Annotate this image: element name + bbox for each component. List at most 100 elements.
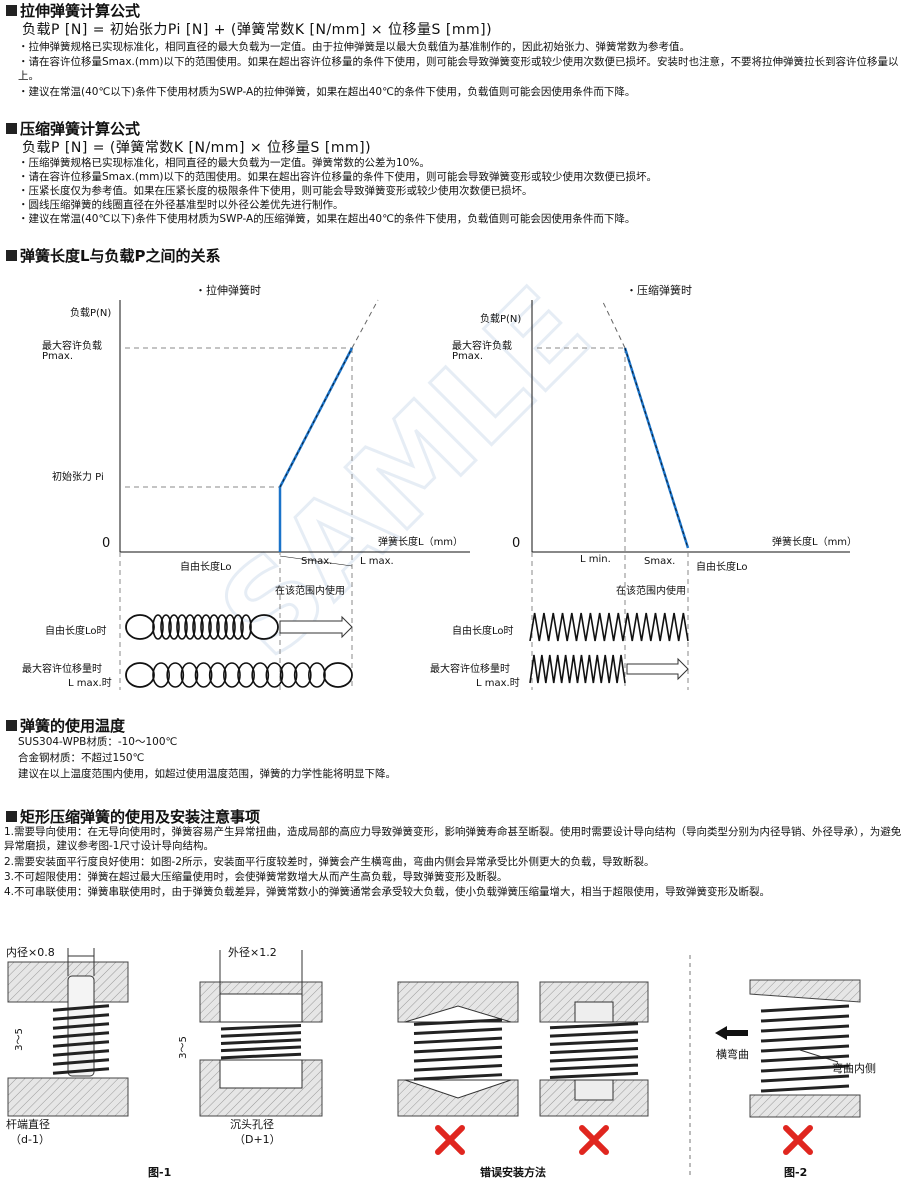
tension-note-1: ・拉伸弹簧规格已实现标准化，相同直径的最大负载为一定值。由于拉伸弹簧是以最大负载…: [18, 41, 690, 53]
compression-chart: [531, 299, 850, 690]
coil-loop: [223, 662, 241, 688]
coil-wire: [52, 1040, 110, 1048]
coil-wire: [52, 1022, 110, 1030]
coil-loop: [152, 614, 164, 640]
coil-wire: [549, 1022, 639, 1030]
tension-max-label-2: L max.时: [68, 678, 112, 689]
gap-label-1: 3～5: [13, 1028, 25, 1051]
wrong-x-icon-2: [579, 1125, 609, 1155]
compression-note-2: ・请在容许位移量Smax.(mm)以下的范围使用。如果在超出容许位移量的条件下使…: [18, 171, 658, 183]
tension-load-overlay: [279, 347, 353, 488]
bend-label: 横弯曲: [716, 1048, 749, 1061]
bore-label: 沉头孔径: [230, 1118, 274, 1131]
compression-lo-label: 自由长度Lo: [696, 562, 748, 573]
wrong-x-icon-3: [783, 1125, 813, 1155]
coil-wire: [413, 1027, 503, 1036]
temperature-line-2: 合金钢材质：不超过150℃: [18, 752, 145, 764]
coil-wire: [220, 1031, 302, 1038]
coil-loop: [251, 662, 270, 688]
coil-wire: [760, 1064, 850, 1073]
rod-dia-formula: （d-1）: [10, 1133, 50, 1146]
coil-wire: [760, 1024, 850, 1033]
tension-spring-max: [125, 662, 353, 688]
coil-loop: [166, 662, 185, 688]
tension-xlabel: 弹簧长度L（mm）: [378, 537, 464, 548]
tension-note-3: ・建议在常温(40℃以下)条件下使用材质为SWP-A的拉伸弹簧，如果在超出40℃…: [18, 86, 636, 98]
compression-max-label-2: L max.时: [476, 678, 520, 689]
coil-loop: [208, 614, 220, 640]
coil-wire: [413, 1036, 503, 1045]
tension-smax-bracket: [279, 555, 353, 567]
compression-lmin-label: L min.: [580, 554, 611, 565]
tension-extension: [351, 299, 379, 349]
coil-wire: [549, 1063, 639, 1071]
rect-spring-line-4: 4.不可串联使用：弹簧串联使用时，由于弹簧负载差异，弹簧常数小的弹簧通常会承受较…: [4, 886, 771, 898]
tension-zero: 0: [102, 536, 111, 551]
coil-wire: [220, 1052, 302, 1060]
coil-wire: [413, 1073, 503, 1081]
tension-chart: [119, 299, 470, 690]
tension-arrow: [279, 615, 353, 639]
compression-note-5: ・建议在常温(40℃以下)条件下使用材质为SWP-A的压缩弹簧，如果在超出40℃…: [18, 213, 636, 225]
tension-spring-free: [125, 614, 279, 640]
coil-wire: [52, 1058, 110, 1066]
coil-wire: [220, 1045, 302, 1053]
compression-pmax-label: 最大容许负载: [452, 341, 512, 352]
compression-chart-heading: ・压缩弹簧时: [626, 284, 692, 297]
coil-loop: [232, 614, 244, 640]
coil-wire: [760, 1014, 850, 1023]
coil-wire: [52, 1067, 110, 1075]
rod-dia-label: 杆端直径: [6, 1118, 50, 1131]
coil-loop: [160, 614, 172, 640]
compression-zero: 0: [512, 536, 521, 551]
coil-wire: [413, 1018, 503, 1026]
wrong-install-caption: 错误安装方法: [480, 1166, 546, 1179]
tension-ylabel: 负载P(N): [70, 308, 112, 319]
coil-loop: [200, 614, 212, 640]
coil-wire: [413, 1064, 503, 1072]
tension-section-title: 拉伸弹簧计算公式: [6, 0, 140, 21]
coil-loop: [237, 662, 255, 688]
tension-smax-label: Smax.: [301, 556, 333, 567]
coil-wire: [760, 1054, 850, 1063]
coil-loop: [168, 614, 180, 640]
temperature-section-title: 弹簧的使用温度: [6, 715, 125, 736]
coil-loop: [194, 662, 213, 688]
coil-loop: [265, 662, 284, 688]
tension-pmax-label: 最大容许负载: [42, 341, 102, 352]
compression-max-label-1: 最大容许位移量时: [430, 664, 510, 675]
coil-wire: [413, 1045, 503, 1054]
compression-formula: 负载P [N] = (弹簧常数K [N/mm] × 位移量S [mm]): [22, 140, 372, 156]
tension-pmax-abbr: Pmax.: [42, 351, 73, 362]
coil-wire: [549, 1030, 639, 1038]
coil-wire: [760, 1084, 850, 1093]
compression-xlabel: 弹簧长度L（mm）: [772, 537, 858, 548]
compression-ylabel: 负载P(N): [480, 314, 522, 325]
coil-wire: [220, 1038, 302, 1045]
compression-free-label: 自由长度Lo时: [452, 626, 514, 637]
coil-wire: [52, 1049, 110, 1057]
coil-loop: [180, 662, 199, 688]
coil-loop: [308, 662, 326, 688]
wrong-install-1: [397, 981, 519, 1117]
fig2-caption: 图-2: [784, 1166, 808, 1179]
figure-coils: [52, 1004, 850, 1093]
coil-wire: [760, 1034, 850, 1043]
coil-wire: [760, 1004, 850, 1013]
coil-wire: [220, 1023, 302, 1031]
fig1-caption: 图-1: [148, 1166, 172, 1179]
compression-extension: [601, 299, 626, 349]
coil-wire: [760, 1044, 850, 1053]
watermark: SAMLE: [193, 261, 618, 686]
tension-lmax-label: L max.: [360, 556, 394, 567]
coil-loop: [216, 614, 228, 640]
coil-loop: [184, 614, 196, 640]
coil-loop: [240, 614, 252, 640]
rect-spring-line-2: 2.需要安装面平行度良好使用：如图-2所示，安装面平行度较差时，弹簧会产生横弯曲…: [4, 856, 655, 868]
inner-dia-label: 内径×0.8: [6, 946, 55, 959]
rect-spring-section-title: 矩形压缩弹簧的使用及安装注意事项: [6, 806, 260, 827]
bend-inner-label: 弯曲内侧: [832, 1062, 876, 1075]
coil-wire: [760, 1074, 850, 1083]
fig1-outer-guide: [199, 950, 323, 1117]
